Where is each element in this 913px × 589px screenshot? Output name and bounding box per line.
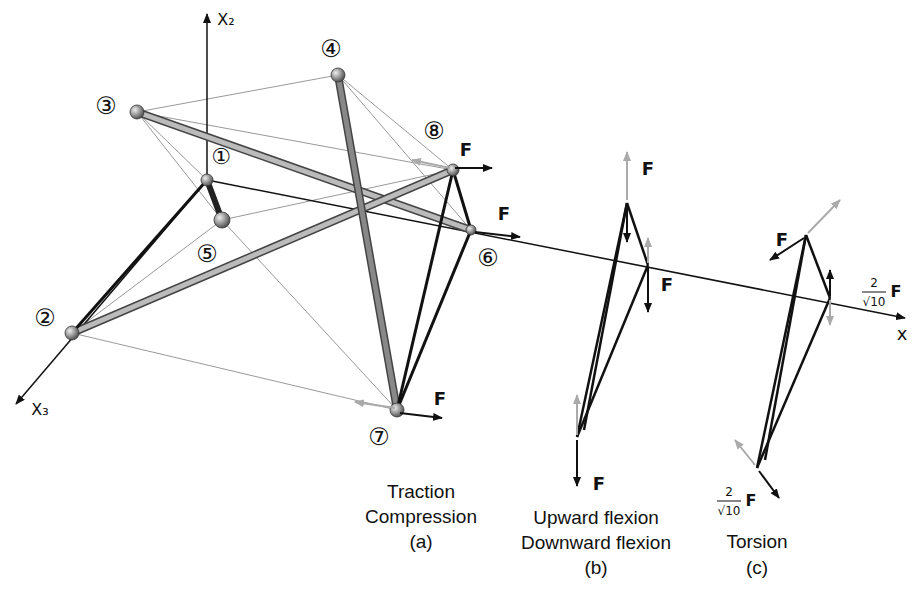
- force-label: F: [460, 141, 472, 159]
- callout-number: ⑥: [477, 246, 499, 270]
- fraction-part: 2: [725, 486, 733, 498]
- caption-text: (b): [584, 558, 607, 577]
- caption-text: Compression: [365, 507, 477, 526]
- force-label: F: [776, 231, 788, 249]
- callout-number: ④: [320, 37, 342, 61]
- caption-text: Upward flexion: [533, 508, 659, 527]
- caption-text: Traction: [387, 482, 455, 501]
- axis-label: X₂: [217, 12, 234, 28]
- axis-label: x: [897, 325, 908, 343]
- callout-number: ⑤: [196, 242, 218, 266]
- caption-text: Torsion: [726, 532, 787, 551]
- fraction-part: √10: [718, 505, 741, 517]
- force-label: F: [661, 276, 673, 294]
- callout-number: ⑦: [368, 425, 390, 449]
- callout-number: ①: [211, 146, 231, 168]
- callout-number: ⑧: [423, 119, 445, 143]
- callout-number: ②: [34, 306, 56, 330]
- caption-text: Downward flexion: [521, 533, 671, 552]
- axis-label: X₃: [31, 402, 48, 418]
- callout-number: ③: [95, 94, 117, 118]
- caption-text: (a): [409, 532, 432, 551]
- force-label: F: [593, 475, 605, 493]
- force-label: F: [498, 205, 510, 223]
- fraction-part: 2: [870, 277, 878, 289]
- force-label: F: [642, 160, 654, 178]
- force-label: F: [434, 390, 446, 408]
- force-label: F: [746, 493, 757, 509]
- fraction-part: √10: [863, 296, 886, 308]
- caption-text: (c): [746, 558, 768, 577]
- force-label: F: [891, 284, 902, 300]
